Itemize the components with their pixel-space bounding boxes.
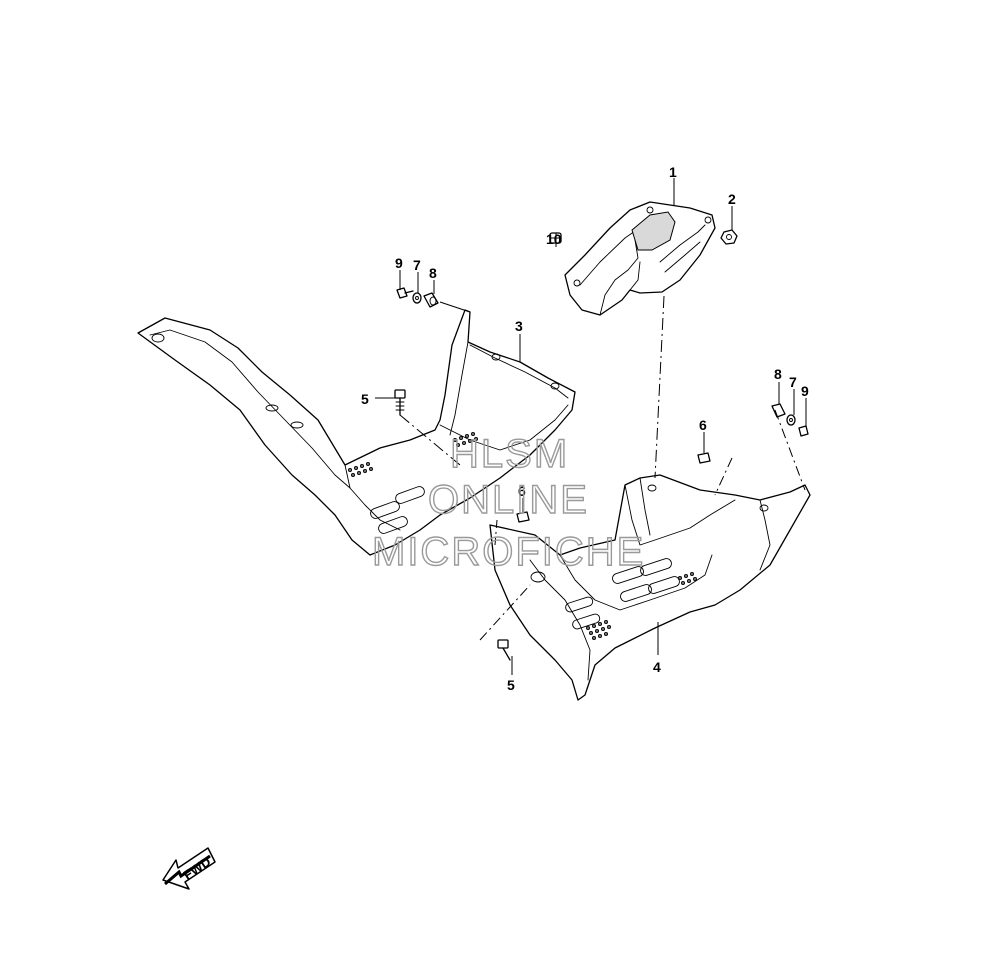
screw-icon-6a — [516, 511, 530, 523]
watermark-line-3: MICROFICHE — [372, 530, 645, 574]
bolt-icon-upper — [394, 389, 406, 416]
callout-4: 4 — [653, 659, 661, 675]
forward-arrow-icon: FWD — [162, 847, 216, 890]
callout-1: 1 — [669, 164, 677, 180]
callout-7-right: 7 — [789, 374, 797, 390]
washer-icon — [412, 292, 422, 304]
callout-9-left: 9 — [395, 255, 403, 271]
upper-cover-part — [564, 201, 716, 316]
washer-icon-right — [786, 414, 796, 426]
callout-7-left: 7 — [413, 257, 421, 273]
screw-icon-right — [798, 425, 809, 437]
callout-10: 10 — [546, 231, 562, 247]
bolt-icon-lower — [497, 639, 511, 661]
collar-icon-right — [771, 403, 786, 418]
callout-8-left: 8 — [429, 265, 437, 281]
nut-icon — [720, 229, 738, 245]
watermark: HLSM ONLINE MICROFICHE — [371, 431, 645, 574]
leader-lines — [375, 178, 807, 675]
callout-5-lower: 5 — [507, 677, 515, 693]
footrest-left-part — [137, 309, 576, 556]
callout-8-right: 8 — [774, 366, 782, 382]
tread-dots-left — [347, 431, 478, 477]
tread-dots-right — [586, 572, 698, 641]
watermark-line-1: HLSM — [450, 432, 569, 476]
callout-2: 2 — [728, 191, 736, 207]
callout-9-right: 9 — [801, 383, 809, 399]
callout-labels: 1 2 3 4 5 5 6 6 7 7 8 8 9 9 10 — [361, 164, 809, 693]
callout-6-right: 6 — [699, 417, 707, 433]
footrest-right-part — [489, 474, 811, 701]
watermark-line-2: ONLINE — [428, 478, 589, 522]
screw-icon-6b — [697, 452, 711, 464]
callout-5-upper: 5 — [361, 391, 369, 407]
screw-icon — [396, 287, 414, 299]
callout-6-left: 6 — [518, 483, 526, 499]
collar-icon — [423, 292, 439, 308]
callout-3: 3 — [515, 318, 523, 334]
